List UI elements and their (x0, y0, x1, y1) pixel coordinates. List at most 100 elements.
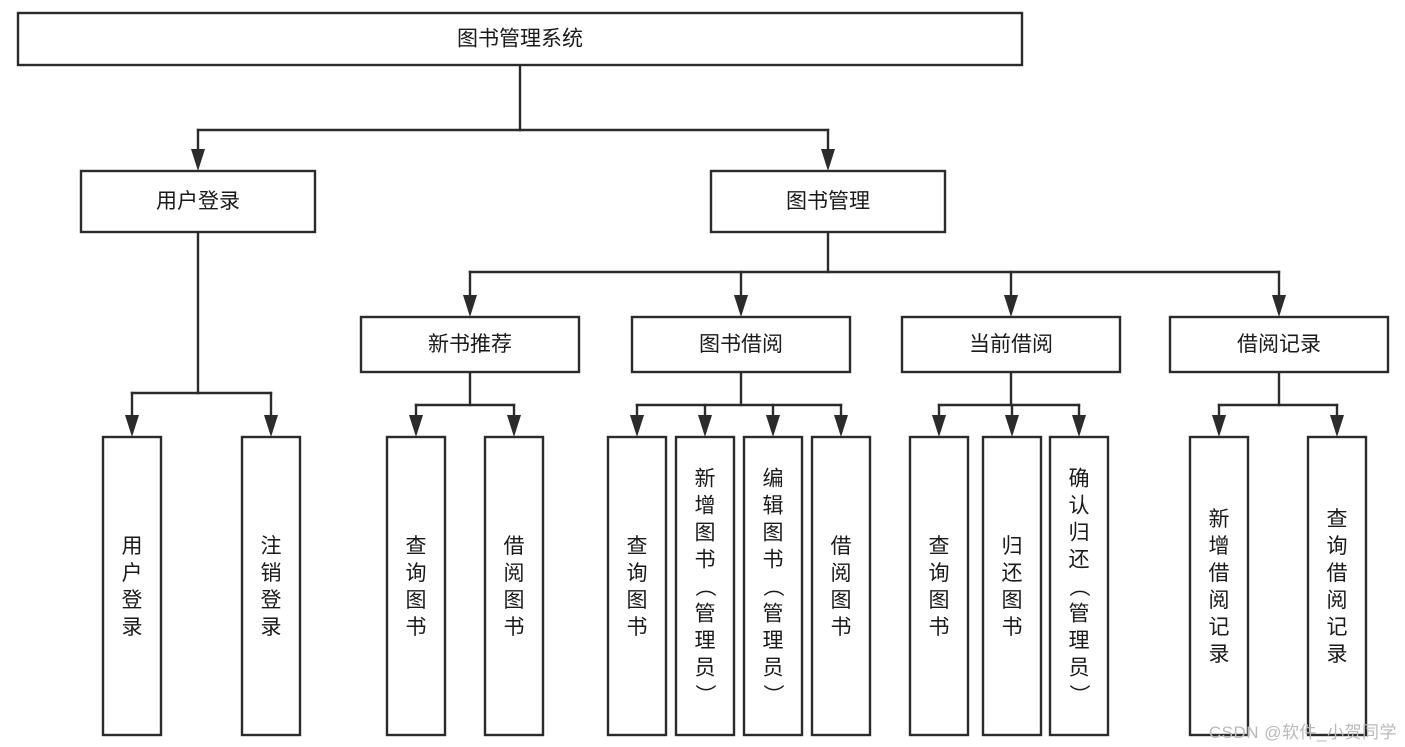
node-label-char: 查 (406, 535, 427, 558)
node-box[interactable] (385, 435, 447, 737)
node-label: 用户登录 (156, 190, 240, 213)
connector-group (932, 370, 1086, 437)
node-label-char: ） (1067, 684, 1090, 705)
node-label-char: 增 (1209, 535, 1230, 558)
node-label-char: 理 (695, 630, 716, 653)
node-label-char: （ (761, 576, 784, 597)
arrow-head-icon (1004, 295, 1018, 317)
node-label-char: 图 (627, 589, 648, 612)
node-box[interactable] (709, 169, 947, 234)
node-label-char: 阅 (1327, 589, 1348, 612)
node-layer: 图书管理系统用户登录图书管理新书推荐图书借阅当前借阅借阅记录用户登录注销登录查询… (16, 11, 1390, 737)
node-label-char: 编 (763, 468, 784, 491)
node-label-char: 辑 (763, 495, 784, 518)
arrow-head-icon (932, 415, 946, 437)
node-user-login[interactable]: 用户登录 (79, 169, 317, 234)
node-label-char: 新 (695, 468, 716, 491)
node-label-char: 增 (695, 495, 716, 518)
node-label-char: 询 (627, 562, 648, 585)
node-box[interactable] (79, 169, 317, 234)
node-box[interactable] (16, 11, 1024, 67)
node-label-char: 销 (261, 562, 282, 585)
node-label-char: 图 (929, 589, 950, 612)
node-leaf-user-login[interactable]: 用户登录 (101, 435, 163, 737)
node-label-char: 书 (627, 616, 648, 639)
node-book-manage[interactable]: 图书管理 (709, 169, 947, 234)
node-label-char: （ (1067, 576, 1090, 597)
node-label-char: 查 (1327, 508, 1348, 531)
node-box[interactable] (674, 435, 736, 737)
arrow-head-icon (1212, 415, 1226, 437)
node-label-char: 询 (406, 562, 427, 585)
node-label-char: 户 (122, 562, 143, 585)
arrow-head-icon (1272, 295, 1286, 317)
arrow-head-icon (821, 149, 835, 171)
node-box[interactable] (1188, 435, 1250, 737)
node-label-char: 图 (831, 589, 852, 612)
node-label-char: 图 (763, 522, 784, 545)
node-box[interactable] (1168, 315, 1390, 374)
node-box[interactable] (1048, 435, 1110, 737)
node-box[interactable] (240, 435, 302, 737)
node-box[interactable] (908, 435, 970, 737)
node-book-borrow[interactable]: 图书借阅 (630, 315, 852, 374)
node-box[interactable] (810, 435, 872, 737)
node-label-char: 员 (695, 657, 716, 680)
node-box[interactable] (981, 435, 1043, 737)
arrow-head-icon (264, 415, 278, 437)
node-label-char: 图 (1002, 589, 1023, 612)
node-box[interactable] (359, 315, 581, 374)
node-label-char: 查 (929, 535, 950, 558)
node-label-char: 记 (1327, 616, 1348, 639)
node-label-char: 图 (695, 522, 716, 545)
node-box[interactable] (900, 315, 1122, 374)
node-box[interactable] (606, 435, 668, 737)
connector-group (1212, 370, 1344, 437)
node-label-char: 借 (504, 535, 525, 558)
node-label-char: 管 (763, 603, 784, 626)
node-new-book-rec[interactable]: 新书推荐 (359, 315, 581, 374)
node-label-char: 查 (627, 535, 648, 558)
connector-group (125, 230, 278, 437)
node-label-char: 记 (1209, 616, 1230, 639)
arrow-head-icon (125, 415, 139, 437)
connector-group (409, 370, 521, 437)
node-label: 借阅记录 (1237, 333, 1321, 356)
node-label-char: 阅 (504, 562, 525, 585)
node-label-char: 理 (763, 630, 784, 653)
node-root[interactable]: 图书管理系统 (16, 11, 1024, 67)
node-label-char: 书 (763, 549, 784, 572)
node-borrow-record[interactable]: 借阅记录 (1168, 315, 1390, 374)
node-label-char: 录 (1209, 643, 1230, 666)
node-current-borrow[interactable]: 当前借阅 (900, 315, 1122, 374)
node-label-char: 认 (1069, 495, 1090, 518)
arrow-head-icon (1330, 415, 1344, 437)
node-label-char: 新 (1209, 508, 1230, 531)
node-label-char: 借 (1209, 562, 1230, 585)
arrow-head-icon (766, 415, 780, 437)
node-label: 当前借阅 (969, 333, 1053, 356)
node-box[interactable] (630, 315, 852, 374)
arrow-head-icon (191, 149, 205, 171)
node-label-char: 询 (1327, 535, 1348, 558)
arrow-head-icon (630, 415, 644, 437)
node-box[interactable] (101, 435, 163, 737)
node-label-char: 书 (929, 616, 950, 639)
node-box[interactable] (1306, 435, 1368, 737)
node-box[interactable] (742, 435, 804, 737)
node-box[interactable] (483, 435, 545, 737)
